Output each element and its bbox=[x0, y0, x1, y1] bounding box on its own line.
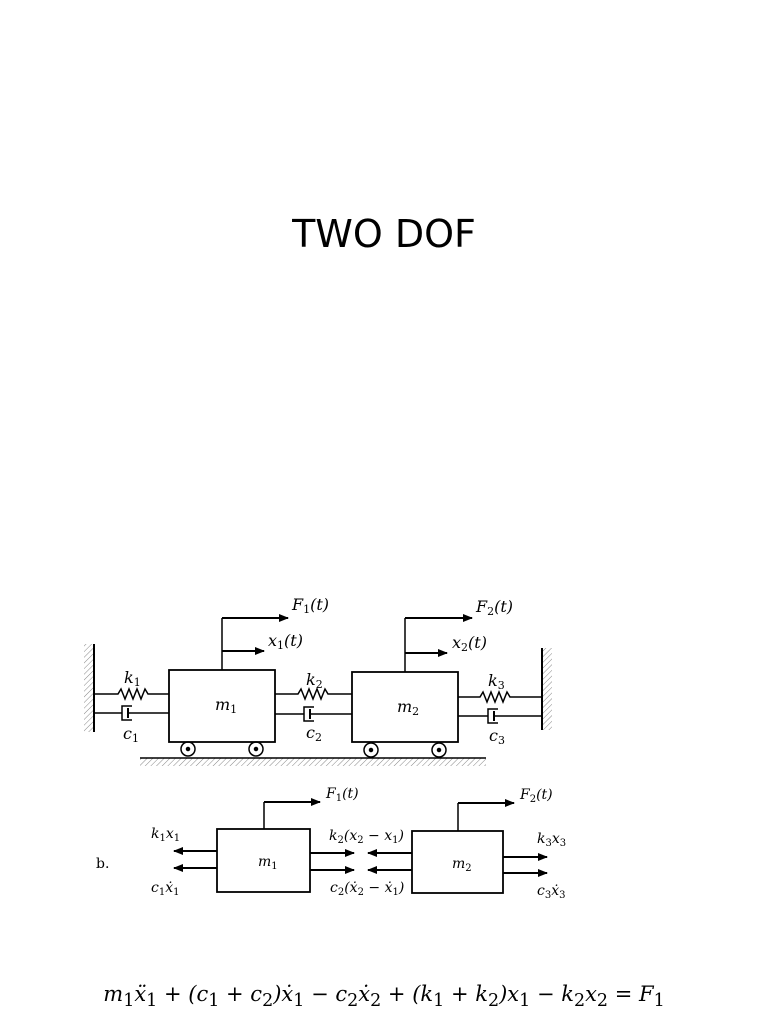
damper-c3 bbox=[458, 708, 542, 724]
fbd-label-c1x1: c1ẋ1 bbox=[151, 880, 180, 898]
label-k3: k3 bbox=[488, 671, 505, 692]
right-wall bbox=[542, 648, 552, 730]
fbd-label-c3x3: c3ẋ3 bbox=[537, 883, 566, 901]
label-k1: k1 bbox=[124, 668, 141, 689]
free-body-diagram bbox=[173, 798, 548, 894]
wheel bbox=[363, 742, 379, 758]
damper-c1 bbox=[94, 705, 169, 721]
top-labels: F1(t) x1(t) F2(t) x2(t) k1 c1 m1 k2 c2 m… bbox=[123, 595, 513, 747]
left-wall bbox=[84, 644, 94, 732]
top-system-diagram bbox=[84, 614, 552, 766]
fbd-label-k1x1: k1x1 bbox=[151, 826, 180, 844]
damper-c2 bbox=[275, 706, 352, 722]
label-x1: x1(t) bbox=[268, 631, 303, 652]
label-x2: x2(t) bbox=[452, 633, 487, 654]
page-title: TWO DOF bbox=[292, 212, 476, 256]
fbd-panel-label: b. bbox=[96, 856, 109, 872]
fbd-label-f2: F2(t) bbox=[519, 787, 553, 805]
label-f1: F1(t) bbox=[291, 595, 329, 616]
label-c1: c1 bbox=[123, 724, 139, 745]
fbd-label-c2-expr: c2(ẋ2 − ẋ1) bbox=[330, 880, 404, 898]
spring-k2 bbox=[275, 686, 352, 702]
fbd-label-m1: m1 bbox=[258, 854, 278, 872]
fbd-label-k2-expr: k2(x2 − x1) bbox=[329, 828, 404, 846]
fbd-label-f1: F1(t) bbox=[325, 786, 359, 804]
wheel bbox=[180, 741, 196, 757]
ground bbox=[140, 758, 486, 766]
label-c2: c2 bbox=[306, 723, 322, 744]
wheel bbox=[431, 742, 447, 758]
label-k2: k2 bbox=[306, 670, 323, 691]
spring-k1 bbox=[94, 686, 169, 702]
fbd-labels: b. F1(t) F2(t) m1 m2 k1x1 c1ẋ1 k2(x2 − x… bbox=[96, 786, 566, 901]
equation-of-motion: m1ẍ1 + (c1 + c2)ẋ1 − c2ẋ2 + (k1 + k2)x1 … bbox=[103, 982, 665, 1012]
label-c3: c3 bbox=[489, 726, 505, 747]
label-m2: m2 bbox=[397, 697, 419, 718]
label-m1: m1 bbox=[215, 695, 237, 716]
fbd-label-m2: m2 bbox=[452, 856, 472, 874]
fbd-label-k3x3: k3x3 bbox=[537, 831, 566, 849]
label-f2: F2(t) bbox=[475, 597, 513, 618]
spring-k3 bbox=[458, 689, 542, 705]
wheel bbox=[248, 741, 264, 757]
